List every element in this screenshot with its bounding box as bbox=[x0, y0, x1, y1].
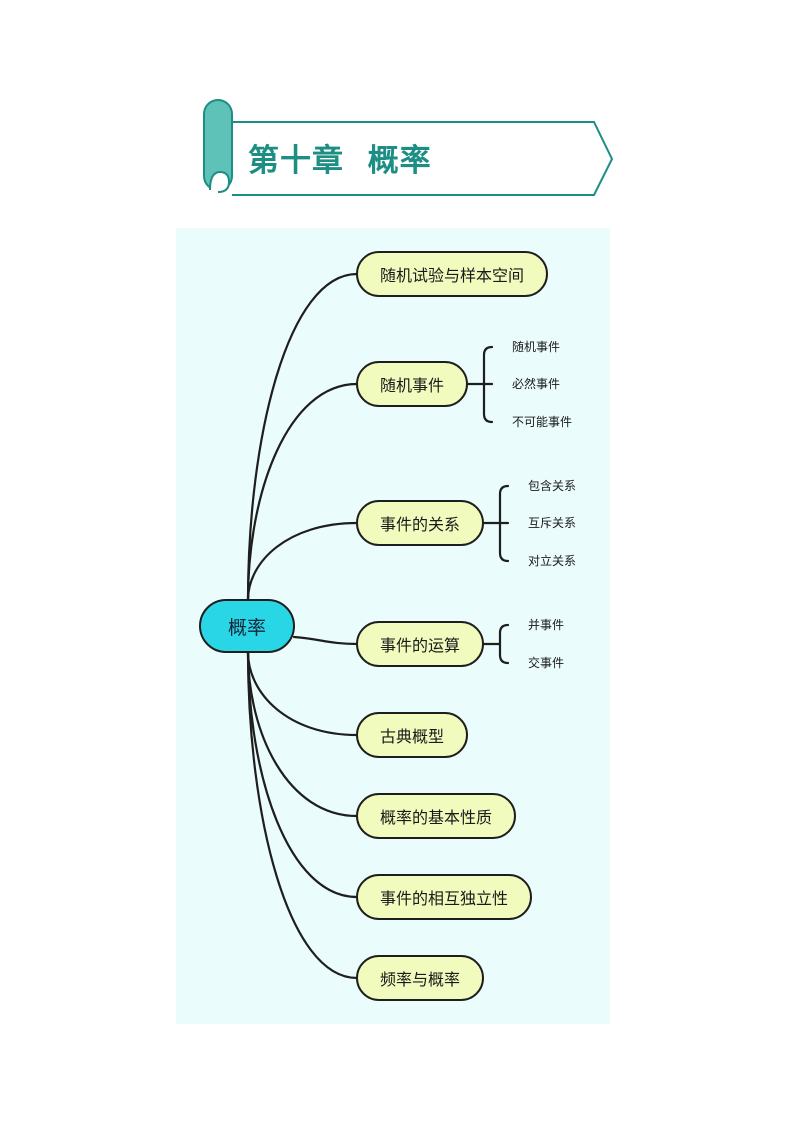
branch-connector-7 bbox=[246, 650, 359, 899]
branch-connector-4 bbox=[292, 635, 359, 646]
leaf-node: 交事件 bbox=[528, 656, 565, 670]
leaf-node: 并事件 bbox=[528, 618, 565, 632]
banner-scroll-curl bbox=[209, 170, 231, 193]
branch-connector-8 bbox=[246, 650, 359, 980]
branch-node-4[interactable]: 事件的运算 bbox=[356, 621, 484, 667]
branch-connector-1 bbox=[246, 272, 359, 602]
chapter-title: 第十章 概率 bbox=[248, 143, 432, 179]
leaf-node: 对立关系 bbox=[528, 554, 577, 568]
chapter-banner bbox=[203, 99, 614, 196]
branch-connector-5 bbox=[246, 650, 359, 737]
branch-connector-2 bbox=[246, 382, 359, 602]
leaf-node: 不可能事件 bbox=[512, 415, 573, 429]
branch-node-6[interactable]: 概率的基本性质 bbox=[356, 793, 516, 839]
branch-node-3[interactable]: 事件的关系 bbox=[356, 500, 484, 546]
leaf-node: 互斥关系 bbox=[528, 516, 577, 530]
leaf-node: 包含关系 bbox=[528, 479, 577, 493]
branch-node-1[interactable]: 随机试验与样本空间 bbox=[356, 251, 548, 297]
leaf-node: 随机事件 bbox=[512, 340, 561, 354]
root-node[interactable]: 概率 bbox=[199, 599, 295, 653]
branch-node-8[interactable]: 频率与概率 bbox=[356, 955, 484, 1001]
banner-ribbon bbox=[232, 121, 614, 196]
branch-node-5[interactable]: 古典概型 bbox=[356, 712, 468, 758]
branch-node-2[interactable]: 随机事件 bbox=[356, 361, 468, 407]
leaf-bracket-3-bracket bbox=[498, 623, 510, 665]
branch-connector-3 bbox=[246, 521, 359, 602]
leaf-node: 必然事件 bbox=[512, 377, 561, 391]
branch-node-7[interactable]: 事件的相互独立性 bbox=[356, 874, 532, 920]
